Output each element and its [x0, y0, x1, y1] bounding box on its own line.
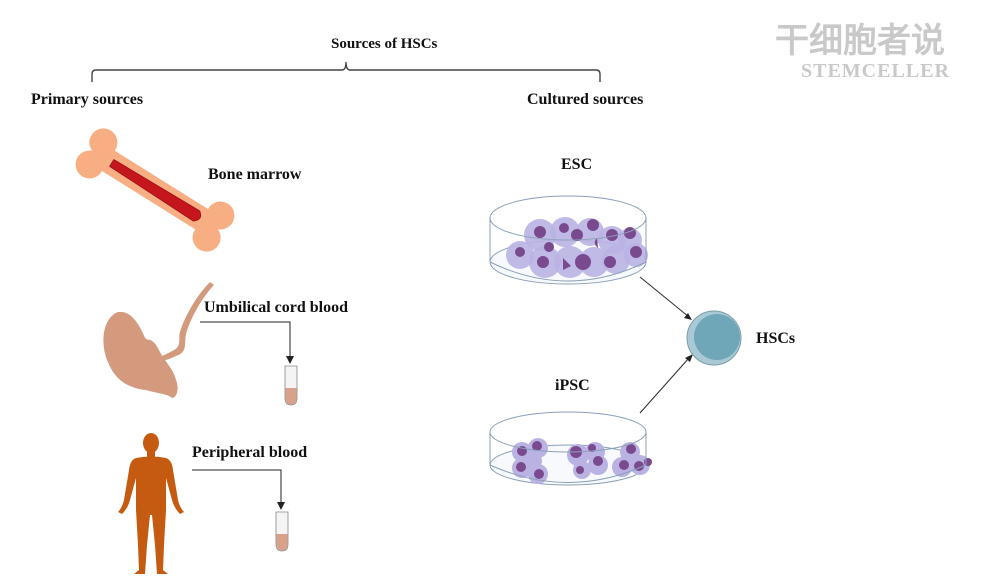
fetus-icon [103, 282, 214, 398]
ipsc-to-hsc-arrow [639, 357, 690, 414]
arrowhead [277, 502, 285, 510]
primary-sources-heading: Primary sources [31, 91, 144, 108]
cord-blood-arrow [200, 321, 291, 358]
stem-cell-icon [686, 310, 742, 366]
blood-tube-icon [284, 365, 298, 406]
watermark-chinese-text: 干细胞者说 [775, 21, 945, 61]
cell-cluster [506, 217, 648, 278]
arrowhead [286, 356, 294, 364]
umbilical-cord-blood-label: Umbilical cord blood [204, 299, 349, 316]
hierarchy-brace [91, 61, 601, 82]
esc-to-hsc-arrow [639, 276, 690, 318]
arrowhead [684, 313, 692, 320]
diagram-title: Sources of HSCs [331, 36, 438, 52]
cultured-sources-heading: Cultured sources [527, 91, 644, 108]
hscs-label: HSCs [756, 330, 796, 347]
bone-marrow-label: Bone marrow [208, 166, 302, 183]
petri-dish-icon [489, 411, 652, 486]
blood-tube-icon [275, 511, 289, 552]
human-body-icon [118, 433, 184, 574]
peripheral-blood-arrow [192, 469, 282, 504]
watermark-english-text: STEMCELLER [801, 60, 950, 82]
ipsc-label: iPSC [555, 377, 590, 394]
peripheral-blood-label: Peripheral blood [192, 444, 308, 461]
esc-label: ESC [561, 156, 593, 173]
marrow-icon [109, 159, 202, 222]
bone-icon [75, 128, 235, 252]
watermark-logo: 干细胞者说 STEMCELLER [775, 22, 950, 82]
arrowhead [685, 354, 693, 362]
petri-dish-icon [489, 195, 648, 285]
